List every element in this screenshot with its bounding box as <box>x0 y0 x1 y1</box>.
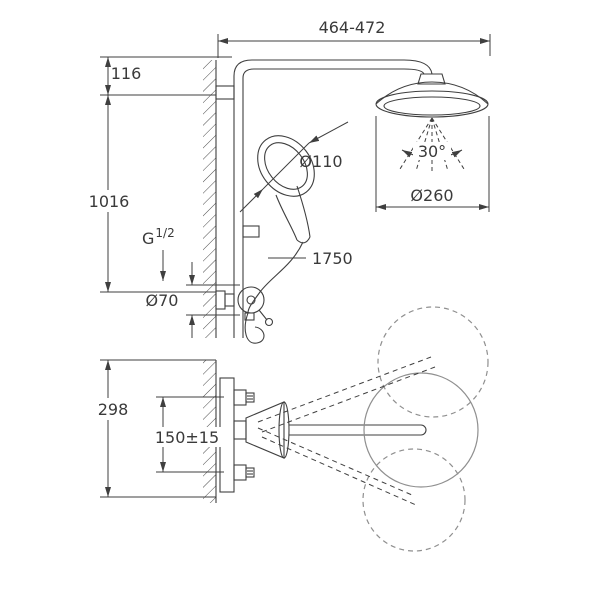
hand-shower-holder <box>242 225 260 238</box>
thread-label-size: 1/2 <box>155 226 174 240</box>
hand-shower-diameter-label: Ø110 <box>299 152 342 171</box>
bracket-offset-dimension-label: 116 <box>111 64 142 83</box>
swivel-arm-positions <box>257 356 436 506</box>
connection-spacing-label: 150±15 <box>155 428 219 447</box>
trim-height-label-bg <box>96 398 130 420</box>
supply-connection-top <box>233 389 255 406</box>
supply-connection-bottom <box>233 464 255 481</box>
swivel-range-circles <box>362 306 489 552</box>
swivel-arm <box>233 401 427 459</box>
trim-height-dimension-lines <box>100 359 216 498</box>
thermostat-valve <box>215 286 274 327</box>
wall-bracket <box>215 85 235 100</box>
thread-label: G1/2 <box>142 226 175 248</box>
projection-dimension-label: 464-472 <box>319 18 386 37</box>
hose-length-label: 1750 <box>312 249 353 268</box>
thread-label-g: G <box>142 229 154 248</box>
escutcheon-diameter-label: Ø70 <box>146 291 179 310</box>
hand-shower <box>257 135 315 244</box>
hand-shower-diameter-lines <box>239 121 349 213</box>
riser-pipe <box>233 59 446 338</box>
riser-height-dimension-label: 1016 <box>89 192 130 211</box>
wall-upper <box>203 60 217 338</box>
shower-hose <box>244 241 304 344</box>
projection-dimension-lines <box>217 34 491 58</box>
head-shower <box>375 81 489 118</box>
bracket-offset-dimension-lines <box>100 56 232 96</box>
spray-angle-label-bg <box>413 142 451 160</box>
connection-spacing-label-bg <box>150 427 224 447</box>
head-diameter-lines <box>375 116 490 212</box>
spray-angle-label: 30° <box>418 142 446 161</box>
riser-height-label-bg <box>90 190 128 212</box>
trim-height-dimension-label: 298 <box>98 400 129 419</box>
head-diameter-label: Ø260 <box>410 186 453 205</box>
escutcheon-diameter-lines <box>186 262 240 338</box>
